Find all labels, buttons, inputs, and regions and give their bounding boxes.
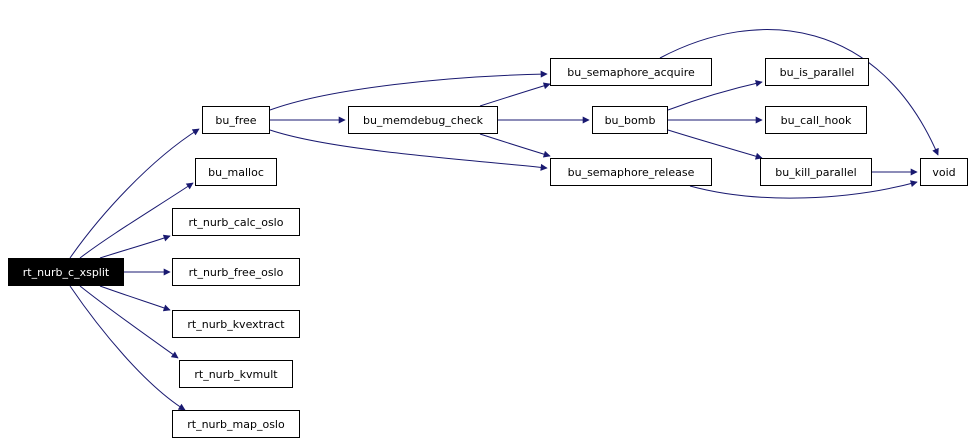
node-bu-semaphore-release[interactable]: bu_semaphore_release (550, 158, 712, 186)
node-bu-free[interactable]: bu_free (202, 106, 270, 134)
node-bu-call-hook[interactable]: bu_call_hook (765, 106, 867, 134)
node-void[interactable]: void (920, 158, 968, 186)
node-rt-nurb-map-oslo[interactable]: rt_nurb_map_oslo (172, 410, 300, 438)
node-bu-is-parallel[interactable]: bu_is_parallel (765, 58, 869, 86)
edge-bu-semaphore-acquire-to-void (659, 29, 939, 156)
edge-rt-nurb-c-xsplit-to-rt-nurb-kvmult (79, 285, 179, 359)
edge-bu-semaphore-release-to-void (689, 180, 918, 199)
edge-rt-nurb-c-xsplit-to-rt-nurb-calc-oslo (99, 234, 171, 259)
node-bu-bomb[interactable]: bu_bomb (592, 106, 668, 134)
edge-bu-memdebug-check-to-bu-semaphore-acquire (479, 82, 551, 107)
edge-rt-nurb-c-xsplit-to-bu-malloc (79, 182, 194, 259)
node-bu-kill-parallel[interactable]: bu_kill_parallel (760, 158, 872, 186)
edge-bu-memdebug-check-to-bu-semaphore-release (479, 133, 551, 158)
edge-rt-nurb-c-xsplit-to-rt-nurb-map-oslo (69, 285, 186, 411)
node-rt-nurb-c-xsplit[interactable]: rt_nurb_c_xsplit (8, 258, 124, 286)
edge-bu-bomb-to-bu-kill-parallel (667, 129, 763, 160)
edge-bu-free-to-bu-semaphore-acquire (269, 70, 548, 111)
edge-rt-nurb-c-xsplit-to-bu-free (69, 128, 200, 259)
node-rt-nurb-calc-oslo[interactable]: rt_nurb_calc_oslo (172, 208, 300, 236)
node-bu-malloc[interactable]: bu_malloc (195, 158, 277, 186)
edge-bu-free-to-bu-semaphore-release (269, 129, 548, 171)
node-rt-nurb-free-oslo[interactable]: rt_nurb_free_oslo (172, 258, 300, 286)
node-bu-memdebug-check[interactable]: bu_memdebug_check (348, 106, 498, 134)
node-bu-semaphore-acquire[interactable]: bu_semaphore_acquire (550, 58, 712, 86)
edge-rt-nurb-c-xsplit-to-rt-nurb-kvextract (99, 285, 171, 312)
node-rt-nurb-kvextract[interactable]: rt_nurb_kvextract (172, 310, 300, 338)
edge-bu-bomb-to-bu-is-parallel (667, 79, 763, 111)
node-rt-nurb-kvmult[interactable]: rt_nurb_kvmult (179, 360, 293, 388)
